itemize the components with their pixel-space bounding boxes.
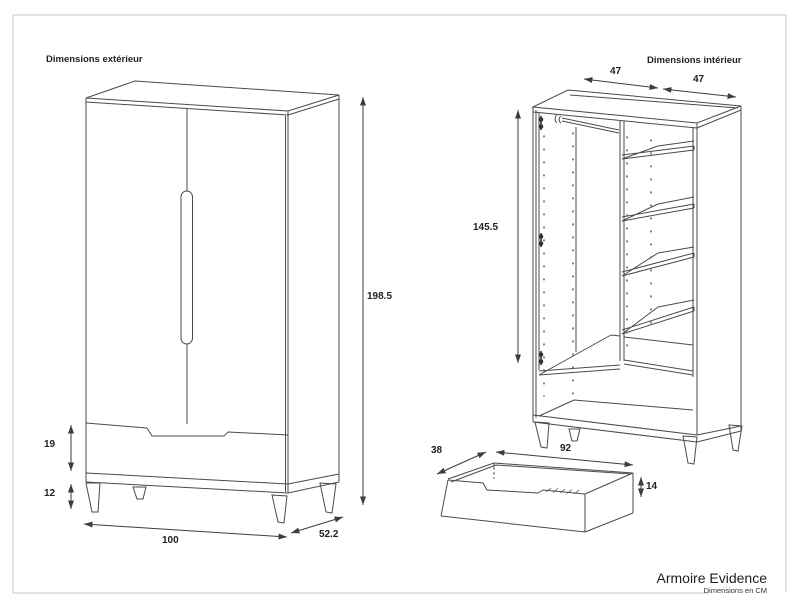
shelf-pin-holes [544,133,651,396]
interior-top-panel [533,90,741,128]
center-divider [620,121,624,361]
page-border [13,15,786,593]
interior-dimension-arrows [515,77,736,363]
exterior-dimension-arrows [68,97,366,540]
drawer-38-arrow [437,452,486,474]
interior-bottom-shelf [539,335,693,375]
storage-drawer-drawing [441,463,633,532]
dim-drawer-height-label: 14 [646,481,658,492]
door-handle [181,191,193,344]
exterior-body-edges [86,95,339,493]
exterior-wardrobe-drawing [86,81,339,523]
left-47-arrow [584,77,658,90]
dim-drawer-depth-label: 38 [431,445,443,456]
hinge-icon [538,116,544,130]
dim-left-section-label: 47 [610,66,622,77]
hinge-icon [538,351,544,365]
drawer-dimension-arrows [437,449,644,497]
exterior-legs [86,483,336,523]
dim-leg-height-label: 12 [44,488,56,499]
width-100-arrow [84,521,287,540]
exterior-drawer-edge [86,423,288,436]
interior-body-edges [533,106,741,435]
dim-depth-label: 52.2 [319,529,339,540]
hinge-icon [538,233,544,247]
interior-left-wall [536,110,576,418]
drawer-92-arrow [496,449,633,468]
exterior-base [86,473,339,493]
dim-drawer-width-label: 92 [560,443,572,454]
drawer-hatch [546,488,579,494]
interior-base [533,415,741,442]
interior-legs [535,422,742,464]
dim-hanging-height-label: 145.5 [473,222,499,233]
shelf-3 [622,247,694,276]
right-47-arrow [663,86,736,100]
shelf-1 [622,141,694,159]
hinge-icons [538,116,544,365]
hanging-rail [555,115,619,133]
exterior-top-panel [86,81,339,115]
shelf-2 [622,197,694,221]
units-note: Dimensions en CM [703,586,767,595]
drawer-rim [448,463,633,482]
interior-heading: Dimensions intérieur [647,55,742,66]
product-title: Armoire Evidence [656,570,768,586]
interior-bottom-bay [539,400,693,416]
drawer-side [585,473,633,532]
dim-right-section-label: 47 [693,74,705,85]
dim-drawer-front-label: 19 [44,439,56,450]
interior-wardrobe-drawing [533,90,742,464]
depth-52-arrow [291,517,343,533]
dim-total-height-label: 198.5 [367,291,393,302]
exterior-heading: Dimensions extérieur [46,54,143,65]
shelf-4 [622,300,694,334]
dim-width-label: 100 [162,535,179,546]
drawer-front [441,480,585,532]
